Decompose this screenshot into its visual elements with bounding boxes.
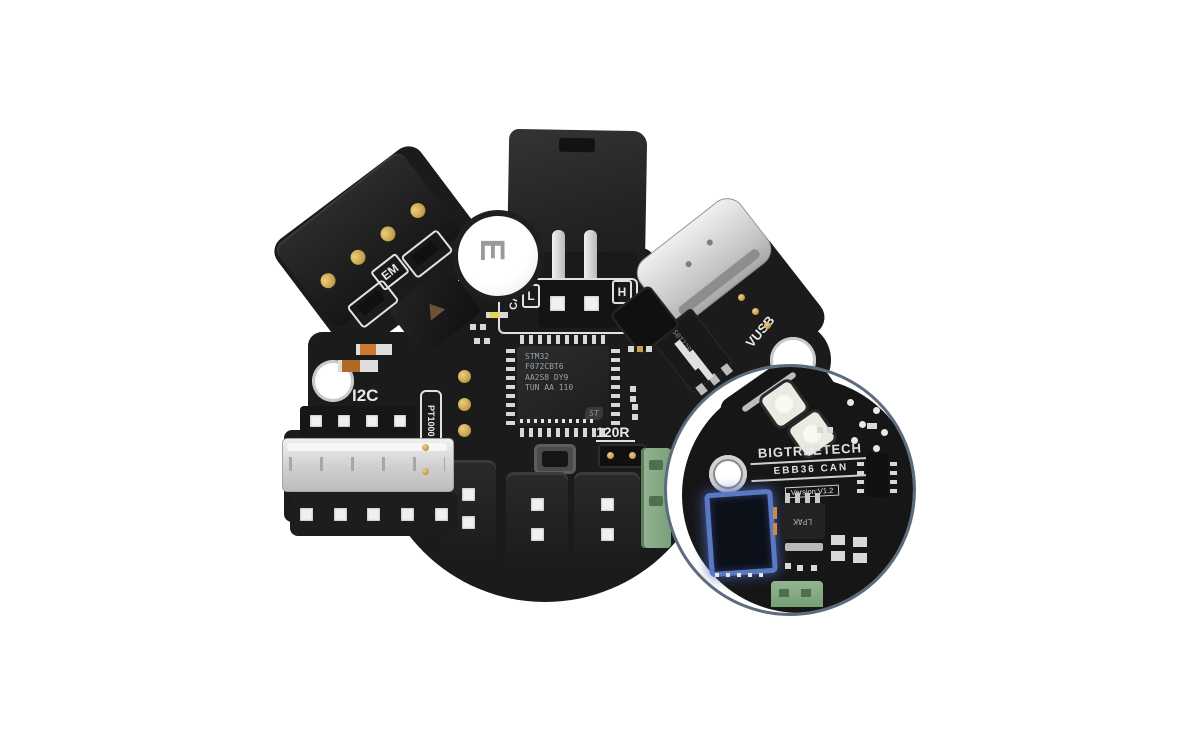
st-logo: ST <box>585 407 603 420</box>
crystal <box>534 444 576 474</box>
endstop-header <box>290 492 458 536</box>
fan-connector-3 <box>574 472 640 566</box>
mcu-body: STM32 F072CBT6 AA2S8 DY9 TUN AA 110 ST <box>517 346 609 426</box>
usb-c-rivet <box>684 259 693 269</box>
mcu-chip: STM32 F072CBT6 AA2S8 DY9 TUN AA 110 ST <box>504 333 622 439</box>
heater-pin <box>552 230 565 292</box>
smd-component <box>773 507 777 519</box>
oled-blue-module <box>704 488 778 578</box>
i2c-label: I2C <box>352 386 379 405</box>
status-led <box>490 312 499 318</box>
soic8-footprint <box>857 453 897 497</box>
smd-component <box>853 537 867 547</box>
i2c-header <box>300 406 416 436</box>
via-pad <box>458 424 471 437</box>
via-pad <box>422 444 429 451</box>
smd-component <box>474 338 480 344</box>
mcu-marking: F072CBT6 <box>525 362 564 372</box>
smd-component <box>785 563 791 569</box>
smd-component <box>785 543 823 551</box>
via-pad <box>752 308 759 315</box>
pt1000-label-text: PT1000 <box>426 405 436 437</box>
magnifier-inset: BIGTREETECH EBB36 CAN Version:V1.2 LPAK <box>664 364 916 616</box>
lpak-marking: LPAK <box>793 516 813 526</box>
pad-row <box>520 419 596 423</box>
via-pad <box>458 370 471 383</box>
inset-mounting-hole <box>709 455 747 493</box>
termination-jumper <box>598 444 646 468</box>
smd-component <box>628 346 634 352</box>
smd-component <box>342 360 360 372</box>
via-pad <box>764 322 771 329</box>
can-pin <box>584 296 599 311</box>
smd-component <box>470 324 476 330</box>
mcu-marking: TUN AA 110 <box>525 383 574 393</box>
can-pin <box>550 296 565 311</box>
smd-component <box>817 427 823 433</box>
connector-pin <box>377 223 399 245</box>
via-pad <box>458 398 471 411</box>
mcu-marking: STM32 <box>525 352 550 361</box>
mcu-marking: AA2S8 DY9 <box>525 372 569 382</box>
connector-notch <box>558 137 596 153</box>
via-pad <box>422 468 429 475</box>
green-terminal-back <box>771 581 823 607</box>
can-header <box>538 280 618 328</box>
smd-component <box>360 344 376 355</box>
connector-pin <box>407 199 429 222</box>
pt1000-connector <box>282 438 454 492</box>
connector-pin <box>317 270 339 292</box>
capacitor-mark: E <box>473 238 512 262</box>
termination-label: 120R <box>596 424 636 442</box>
pad-row <box>715 573 763 577</box>
smd-component <box>630 386 636 392</box>
connector-pin <box>347 246 369 268</box>
smd-component <box>831 535 845 545</box>
heater-pin <box>584 230 597 292</box>
fan-connector-2 <box>506 472 568 566</box>
capacitor: E <box>452 210 544 302</box>
lpak-chip-legs <box>785 493 821 503</box>
lpak-chip: LPAK <box>781 503 825 539</box>
can-h-label: H <box>612 280 632 304</box>
via-pad <box>738 294 745 301</box>
smd-component <box>867 423 877 429</box>
via-pad <box>847 399 854 406</box>
usb-c-rivet <box>705 238 715 247</box>
smd-component <box>632 404 638 410</box>
